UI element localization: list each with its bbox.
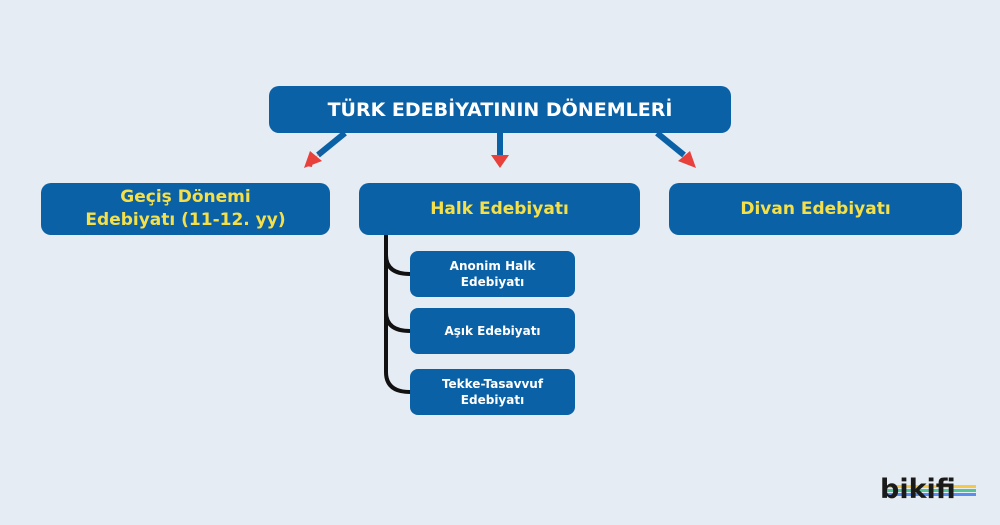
node-anonim-line2: Edebiyatı — [460, 275, 525, 289]
node-gecis-line2: Edebiyatı (11-12. yy) — [85, 210, 286, 230]
node-divan-label: Divan Edebiyatı — [740, 199, 891, 219]
node-halk-label: Halk Edebiyatı — [430, 199, 569, 219]
node-asik: Aşık Edebiyatı — [410, 308, 575, 354]
node-tekke-line2: Edebiyatı — [460, 393, 525, 407]
node-anonim-halk: Anonim Halk Edebiyatı — [410, 251, 575, 297]
node-gecis-donemi: Geçiş Dönemi Edebiyatı (11-12. yy) — [41, 183, 330, 235]
node-divan-edebiyati: Divan Edebiyatı — [669, 183, 962, 235]
node-gecis-line1: Geçiş Dönemi — [120, 187, 251, 207]
logo-wordmark: bikifi — [880, 474, 956, 505]
halk-tree-connector — [384, 233, 412, 394]
node-anonim-line1: Anonim Halk — [449, 259, 536, 273]
arrow-to-halk — [491, 133, 509, 168]
node-asik-label: Aşık Edebiyatı — [444, 324, 541, 338]
node-tekke-tasavvuf: Tekke-Tasavvuf Edebiyatı — [410, 369, 575, 415]
node-tekke-line1: Tekke-Tasavvuf — [441, 377, 544, 391]
node-halk-edebiyati: Halk Edebiyatı — [359, 183, 640, 235]
root-node: TÜRK EDEBİYATININ DÖNEMLERİ — [269, 86, 731, 133]
arrow-to-gecis — [304, 130, 347, 168]
root-node-label: TÜRK EDEBİYATININ DÖNEMLERİ — [327, 98, 673, 121]
bikifi-logo: bikifi — [880, 474, 976, 514]
arrow-to-divan — [655, 130, 696, 168]
logo-stripes — [884, 485, 976, 499]
